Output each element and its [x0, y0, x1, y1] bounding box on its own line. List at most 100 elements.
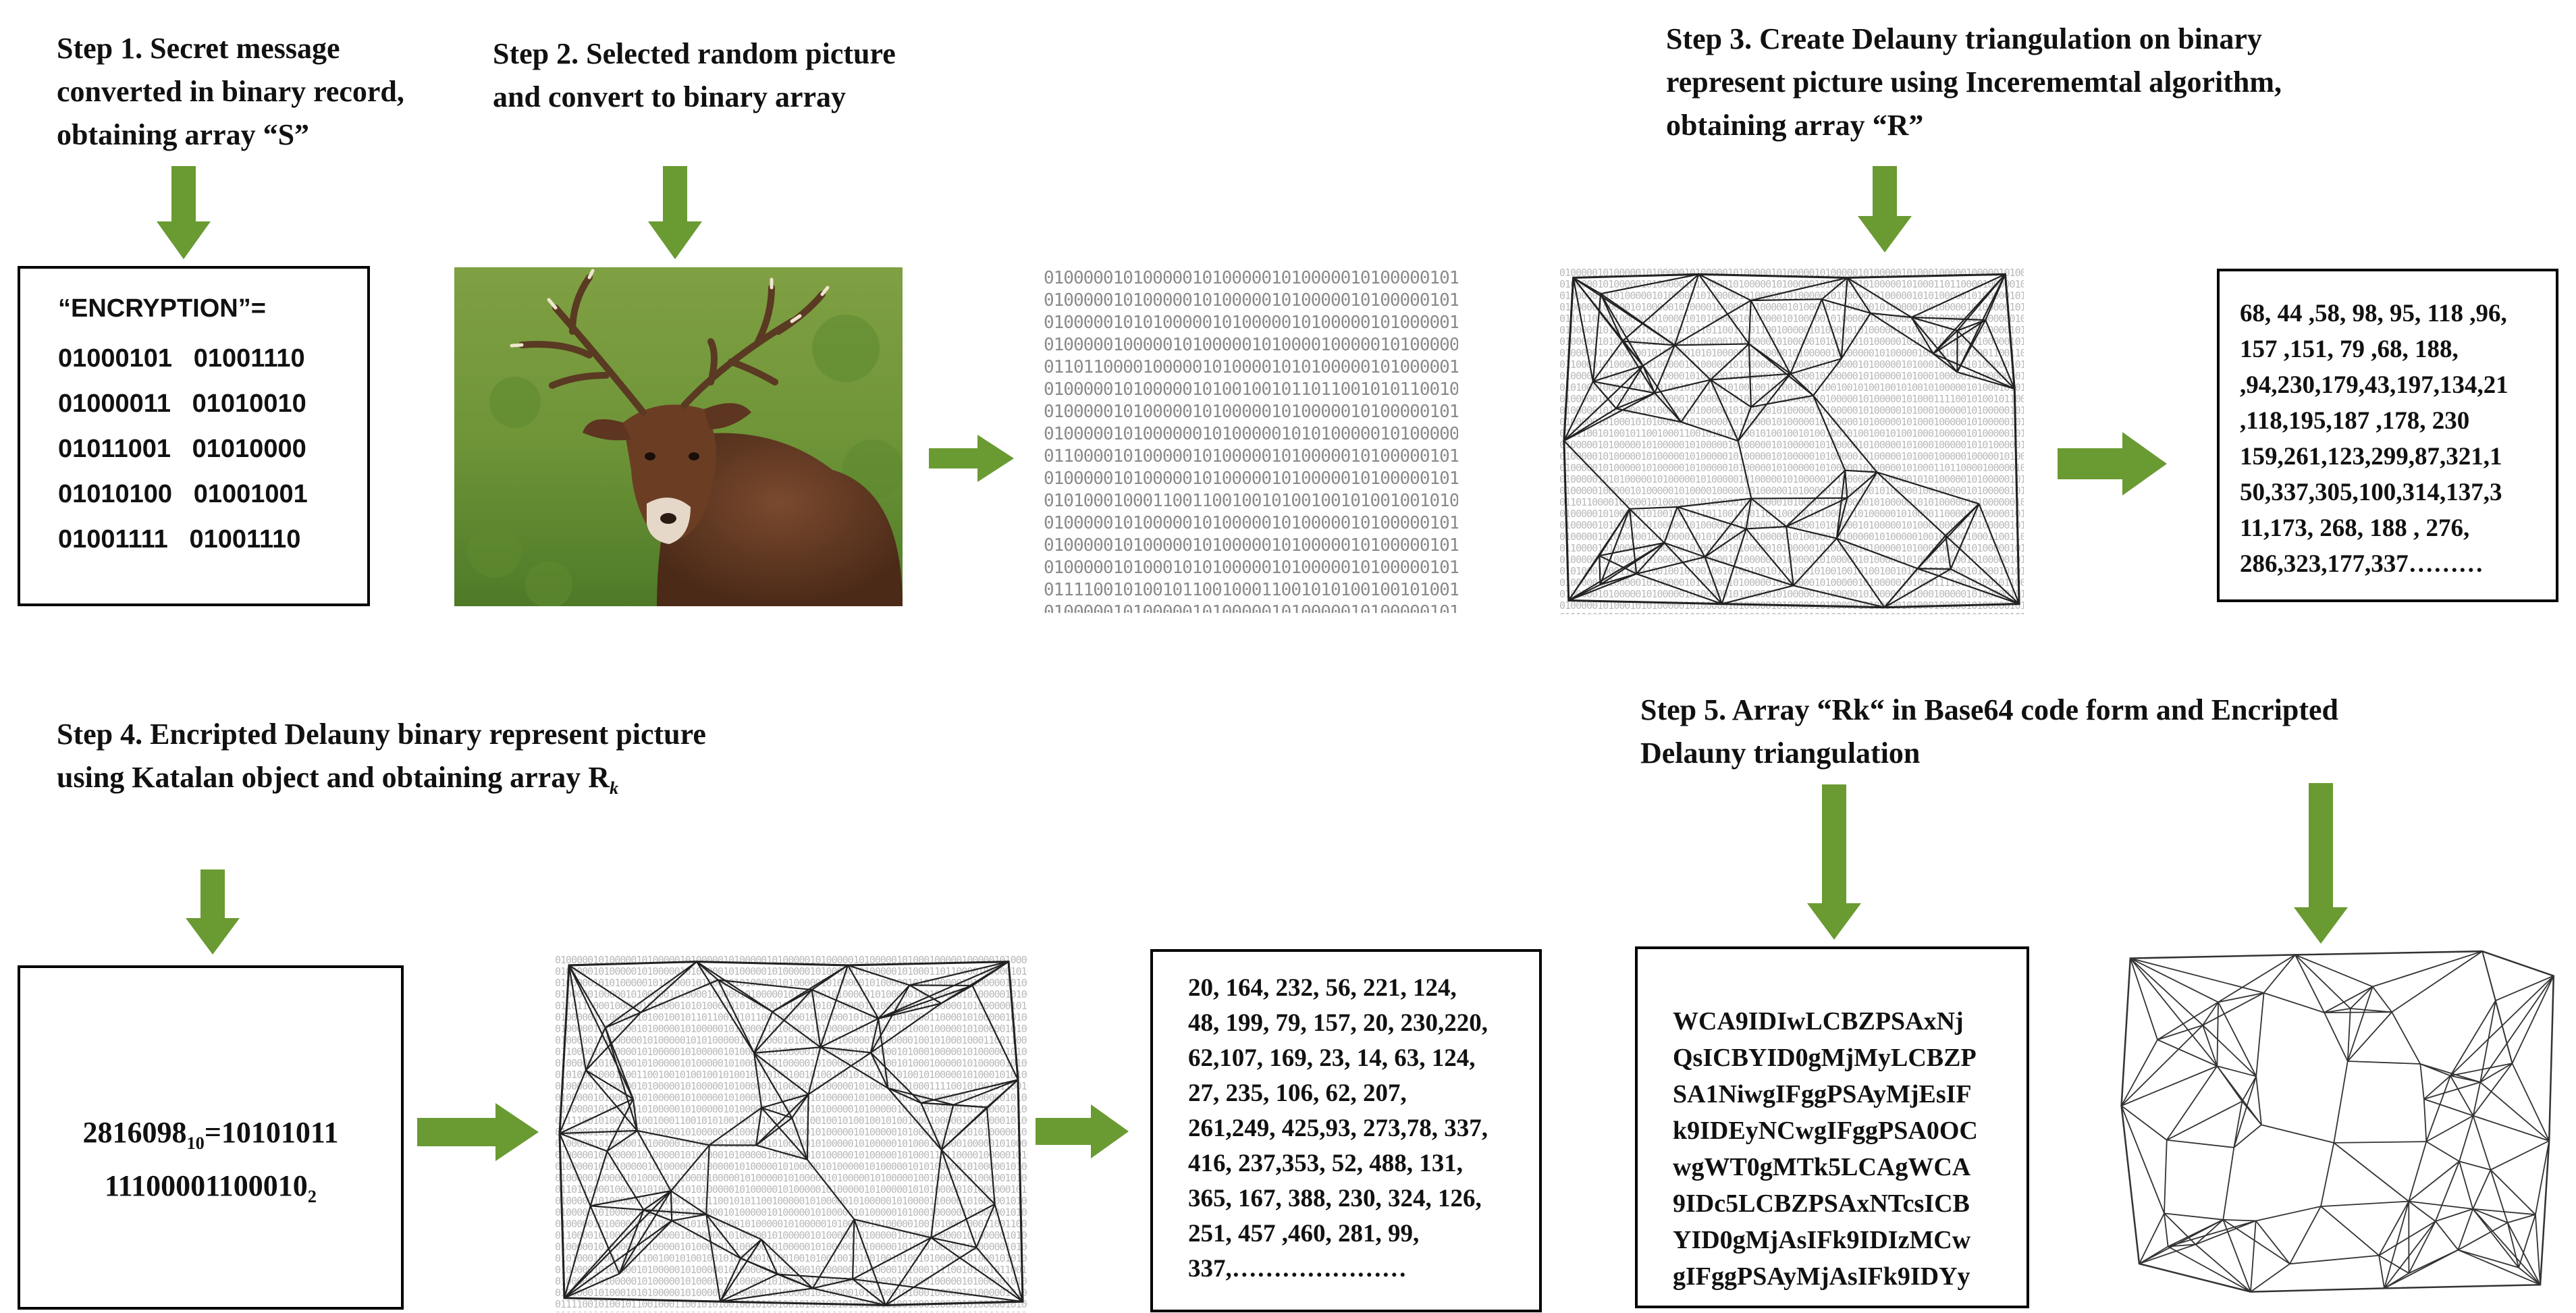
triangulation-edge: [756, 1108, 761, 1145]
triangulation-edge: [909, 962, 1009, 986]
triangulation-edge: [1738, 407, 1751, 441]
triangulation-edge: [2130, 959, 2218, 1067]
triangulation-edge: [2157, 1002, 2218, 1040]
array-rk-values: 20, 164, 232, 56, 221, 124, 48, 199, 79,…: [1188, 971, 1488, 1287]
triangulation-edge: [2234, 1076, 2256, 1147]
triangulation-edge: [2459, 1161, 2490, 1170]
array-r-values: 68, 44 ,58, 98, 95, 118 ,96, 157 ,151, 7…: [2240, 296, 2508, 582]
triangulation-edge: [2196, 1221, 2256, 1244]
triangulation-edge: [1813, 396, 1877, 473]
triangulation-edge: [2392, 951, 2482, 1012]
triangulation-edge: [2217, 1002, 2218, 1067]
triangulation-edge: [976, 1204, 994, 1248]
triangulation-edge: [706, 1214, 720, 1302]
triangulation-edge: [706, 1145, 709, 1214]
triangulation-edge: [909, 985, 941, 1003]
triangulation-edge: [2223, 1148, 2234, 1220]
triangulation-edge: [1837, 498, 1847, 539]
triangulation-edge: [2223, 1220, 2251, 1292]
triangulation-edge: [853, 1237, 931, 1279]
base64-box: WCA9IDIwLCBZPSAxNj QsICBYID0gMjMyLCBZP S…: [1635, 946, 2029, 1308]
triangulation-edge: [1957, 320, 1985, 372]
triangulation-edge: [1751, 396, 1813, 407]
triangulation-edge: [2420, 1064, 2450, 1076]
triangulation-edge: [854, 1219, 931, 1237]
triangulation-edge: [1711, 344, 1749, 379]
catalan-value: 281609810=10101011 111000011000102: [20, 1068, 401, 1218]
encrypted-delaunay-image: 0100000101000001010000010100000101000001…: [555, 955, 1027, 1312]
triangulation-edge: [671, 1191, 672, 1221]
triangulation-edge: [2458, 1250, 2519, 1268]
triangulation-edge: [871, 1003, 941, 1052]
triangulation-edge: [606, 1027, 637, 1131]
triangulation-edge: [2348, 1061, 2421, 1064]
right-arrow-icon: [2058, 432, 2168, 495]
triangulation-edge: [2324, 1013, 2348, 1061]
base-2: 2: [308, 1186, 317, 1206]
triangulation-edge: [1790, 299, 1822, 373]
binary-message-box: “ENCRYPTION”= 01000101 01001110 01000011…: [18, 266, 370, 606]
triangulation-edge: [1794, 539, 1837, 586]
triangulation-edge: [641, 962, 697, 1013]
base-10: 10: [186, 1133, 204, 1153]
triangulation-edge: [564, 1191, 671, 1298]
triangulation-edge: [2251, 1221, 2256, 1291]
triangulation-edge: [1749, 344, 1751, 407]
triangulation-edge: [1837, 539, 1918, 569]
catalan-number-box: 281609810=10101011 111000011000102: [18, 965, 404, 1310]
triangulation-edge: [1786, 527, 1837, 539]
triangulation-edge: [807, 1094, 809, 1160]
triangulation-edge: [754, 1012, 772, 1053]
down-arrow-icon: [2294, 783, 2348, 945]
triangulation-edge: [1616, 393, 1655, 408]
triangulation-edge: [886, 1237, 931, 1305]
binary-continuation: 11100001100010: [105, 1169, 308, 1202]
triangulation-edge: [2256, 1206, 2321, 1221]
triangulation-edge: [2321, 1206, 2379, 1256]
triangulation-edge: [2203, 993, 2263, 1025]
triangulation-edge: [1681, 422, 1738, 441]
triangulation-edge: [1842, 313, 1871, 358]
triangulation-edge: [2223, 1220, 2290, 1264]
triangulation-edge: [2420, 1064, 2480, 1082]
triangulation-edge: [2373, 951, 2482, 986]
triangulation-edge: [1845, 471, 1847, 498]
triangulation-edge: [2459, 1161, 2473, 1208]
triangulation-edge: [1946, 535, 1950, 569]
triangulation-edge: [1871, 313, 1933, 354]
triangulation-edge: [2334, 1142, 2426, 1143]
triangulation-edge: [2348, 1012, 2392, 1061]
triangulation-edge: [2458, 1250, 2540, 1285]
triangulation-edge: [2519, 1268, 2540, 1285]
triangulation-edge: [1738, 374, 1790, 441]
triangulation-edge: [672, 1214, 706, 1221]
binary-equals: =10101011: [205, 1116, 339, 1149]
triangulation-edge: [709, 1108, 761, 1145]
triangulation-edge: [1790, 358, 1842, 373]
triangulation-edge: [2508, 1214, 2535, 1223]
triangulation-edge: [2168, 1247, 2251, 1292]
triangulation-edge: [1636, 574, 1722, 604]
triangulation-edge: [2167, 1140, 2234, 1148]
triangulation-edge: [2295, 955, 2373, 986]
array-r-box: 68, 44 ,58, 98, 95, 118 ,96, 157 ,151, 7…: [2217, 269, 2558, 602]
triangulation-edge: [1722, 585, 1794, 604]
triangulation-edge: [1705, 557, 1794, 585]
triangulation-edge: [1705, 529, 1746, 557]
down-arrow-icon: [186, 869, 240, 956]
triangulation-edge: [2334, 1143, 2409, 1202]
triangulation-edge: [1813, 358, 1842, 396]
triangulation-edge: [2473, 1116, 2550, 1141]
binary-row: 01000011 01010010: [58, 381, 308, 427]
triangulation-edge: [1951, 504, 1979, 569]
triangulation-edge: [1946, 504, 1979, 535]
triangulation-edge: [1751, 374, 1790, 407]
triangulation-edge: [754, 1053, 761, 1108]
array-rk-box: 20, 164, 232, 56, 221, 124, 48, 199, 79,…: [1150, 949, 1542, 1312]
triangulation-edge: [878, 962, 1009, 1019]
triangulation-edge: [792, 1118, 807, 1160]
triangulation-edge: [756, 1145, 807, 1159]
triangulation-edge: [942, 1150, 995, 1204]
catalan-number: 2816098: [82, 1116, 186, 1149]
triangulation-edge: [2130, 959, 2218, 1002]
